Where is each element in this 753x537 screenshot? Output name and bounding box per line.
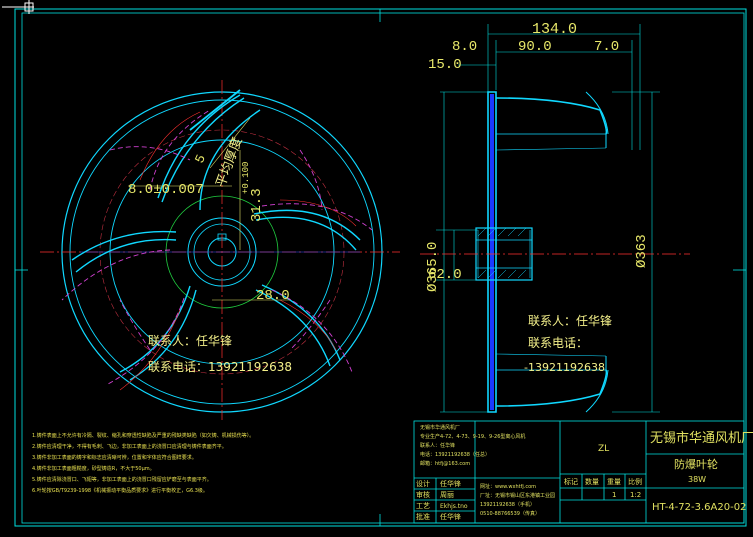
tb-small-3: 联系人：任华锋 xyxy=(420,442,455,449)
row-craft-label: 工艺 xyxy=(416,502,430,510)
note-6: 6.叶轮按GB/T9239-1998《机械振动平衡品质要求》进行平衡校正，G6.… xyxy=(32,487,208,494)
left-offset: 8.0 xyxy=(452,39,477,55)
header-weight: 重量 xyxy=(607,478,621,486)
header-qty: 数量 xyxy=(585,477,599,486)
qty-value: 1 xyxy=(612,491,616,499)
note-4: 4.铸件非加工表面粗糙度，砂型铸造R，不大于50μm。 xyxy=(32,465,155,472)
front-view xyxy=(40,80,400,420)
keyway-tolerance: 8.0±0.007 xyxy=(128,182,204,198)
part-sub: 38W xyxy=(688,475,706,484)
row-review-name: 周丽 xyxy=(440,491,454,499)
tb-small-1: 无锡市华通风机厂 xyxy=(420,424,460,431)
outer-diameter: Ø365.0 xyxy=(425,242,441,292)
material: ZL xyxy=(598,444,609,454)
row-craft-name: Ekhjs.tno xyxy=(440,503,468,510)
bore-radius: 28.0 xyxy=(256,288,290,304)
phone-front: 联系电话：13921192638 xyxy=(148,360,292,374)
tb-small-7: 厂址：无锡市锡山区东港镇工业园 xyxy=(480,492,555,499)
row-design-name: 任华锋 xyxy=(440,479,461,488)
header-scale: 比例 xyxy=(628,477,642,486)
inner-diameter: Ø363 xyxy=(634,234,650,268)
hub-diameter: 62.0 xyxy=(428,267,462,283)
note-5: 5.铸件应清除浇冒口、飞翅等，非加工表面上的浇冒口残留应铲磨至与表面平齐。 xyxy=(32,476,212,483)
contact-front: 联系人：任华锋 xyxy=(148,334,232,348)
bore-tolerance: +0.100 xyxy=(241,162,251,194)
tb-small-9: 0510-88766539（传真） xyxy=(480,510,540,517)
overall-width: 134.0 xyxy=(532,21,577,38)
title-block xyxy=(413,420,745,524)
row-design-label: 设计 xyxy=(416,479,430,488)
row-approve-label: 批准 xyxy=(416,512,430,521)
header-mark: 标记 xyxy=(564,477,578,486)
tb-small-4: 电话：13921192638（任总） xyxy=(420,451,490,458)
part-name: 防爆叶轮 xyxy=(674,457,718,471)
contact-side: 联系人：任华锋 xyxy=(528,314,612,328)
flange-dim: 15.0 xyxy=(428,57,462,73)
inner-frame xyxy=(21,12,745,524)
note-3: 3.铸件非加工表面的铸字和标志应清晰可辨，位置和字体应符合图样要求。 xyxy=(32,454,197,461)
row-review-label: 审核 xyxy=(416,490,430,499)
right-offset: 7.0 xyxy=(594,39,619,55)
note-2: 2.铸件应清理干净，不得有毛刺、飞边，非加工表面上的浇冒口应清理与铸件表面齐平。 xyxy=(32,443,227,450)
drawing-number: HT-4-72-3.6A20-02 xyxy=(652,502,746,513)
bore-depth: 31.3 xyxy=(249,188,265,222)
crosshair-cursor-icon xyxy=(2,0,34,14)
hub-width: 90.0 xyxy=(518,39,552,55)
row-approve-name: 任华锋 xyxy=(440,512,461,521)
technical-notes: 1.铸件表面上不允许有冷隔、裂纹、缩孔和穿透性缺陷及严重的残缺类缺陷（如欠铸、机… xyxy=(32,432,254,494)
tb-small-5: 邮箱：htfj@163.com xyxy=(420,460,470,467)
tb-small-2: 专业生产4-72、4-73、9-19、9-26型离心风机 xyxy=(420,433,525,440)
phone-label-side: 联系电话： xyxy=(528,336,588,350)
phone-side: -13921192638 xyxy=(524,361,605,374)
outer-frame xyxy=(14,8,747,527)
tb-small-8: 13921192638（手机） xyxy=(480,501,535,508)
company-name: 无锡市华通风机厂 xyxy=(650,430,753,446)
tb-small-6: 网址：www.wxhtfj.com xyxy=(480,483,536,490)
side-view xyxy=(420,24,690,413)
blade-count: 5 xyxy=(192,152,209,165)
scale-value: 1:2 xyxy=(630,491,641,499)
note-1: 1.铸件表面上不允许有冷隔、裂纹、缩孔和穿透性缺陷及严重的残缺类缺陷（如欠铸、机… xyxy=(32,432,254,439)
